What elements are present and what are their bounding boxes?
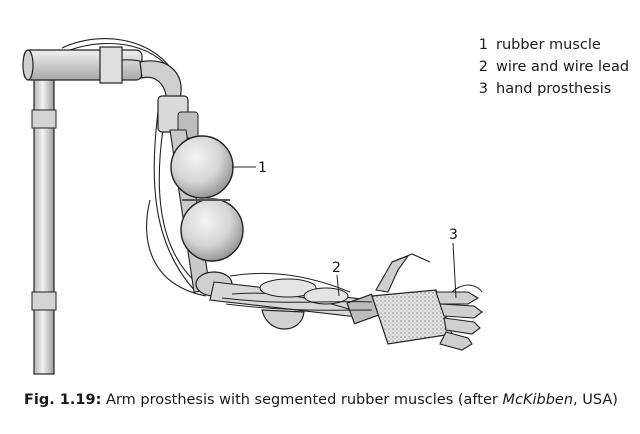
legend: 1 rubber muscle 2 wire and wire lead 3 h… xyxy=(478,34,629,100)
figure-label: Fig. 1.19: xyxy=(24,392,102,408)
hand-prosthesis xyxy=(371,253,483,351)
callout-lines xyxy=(232,166,457,299)
figure-caption: Fig. 1.19: Arm prosthesis with segmented… xyxy=(24,392,618,408)
legend-number: 2 xyxy=(478,59,488,75)
support-stand xyxy=(22,46,143,375)
shoulder-joint xyxy=(139,60,199,139)
legend-item: 1 rubber muscle xyxy=(478,34,629,56)
arm-prosthesis-illustration: 1 2 3 xyxy=(22,38,483,375)
caption-text: Arm prosthesis with segmented rubber mus… xyxy=(106,392,503,408)
legend-item: 2 wire and wire lead xyxy=(478,56,629,78)
forearm-assembly xyxy=(195,271,380,330)
callout-1: 1 xyxy=(258,160,267,176)
legend-number: 3 xyxy=(478,81,488,97)
caption-author: McKibben xyxy=(502,392,574,408)
caption-text-end: , USA) xyxy=(573,392,618,408)
callout-2: 2 xyxy=(332,260,341,276)
legend-label: rubber muscle xyxy=(496,37,601,53)
rubber-muscle xyxy=(170,135,244,262)
legend-label: hand prosthesis xyxy=(496,81,612,97)
legend-item: 3 hand prosthesis xyxy=(478,78,629,100)
legend-label: wire and wire lead xyxy=(496,59,630,75)
wire-lead xyxy=(221,297,373,311)
legend-number: 1 xyxy=(478,37,488,53)
callout-3: 3 xyxy=(449,227,458,243)
